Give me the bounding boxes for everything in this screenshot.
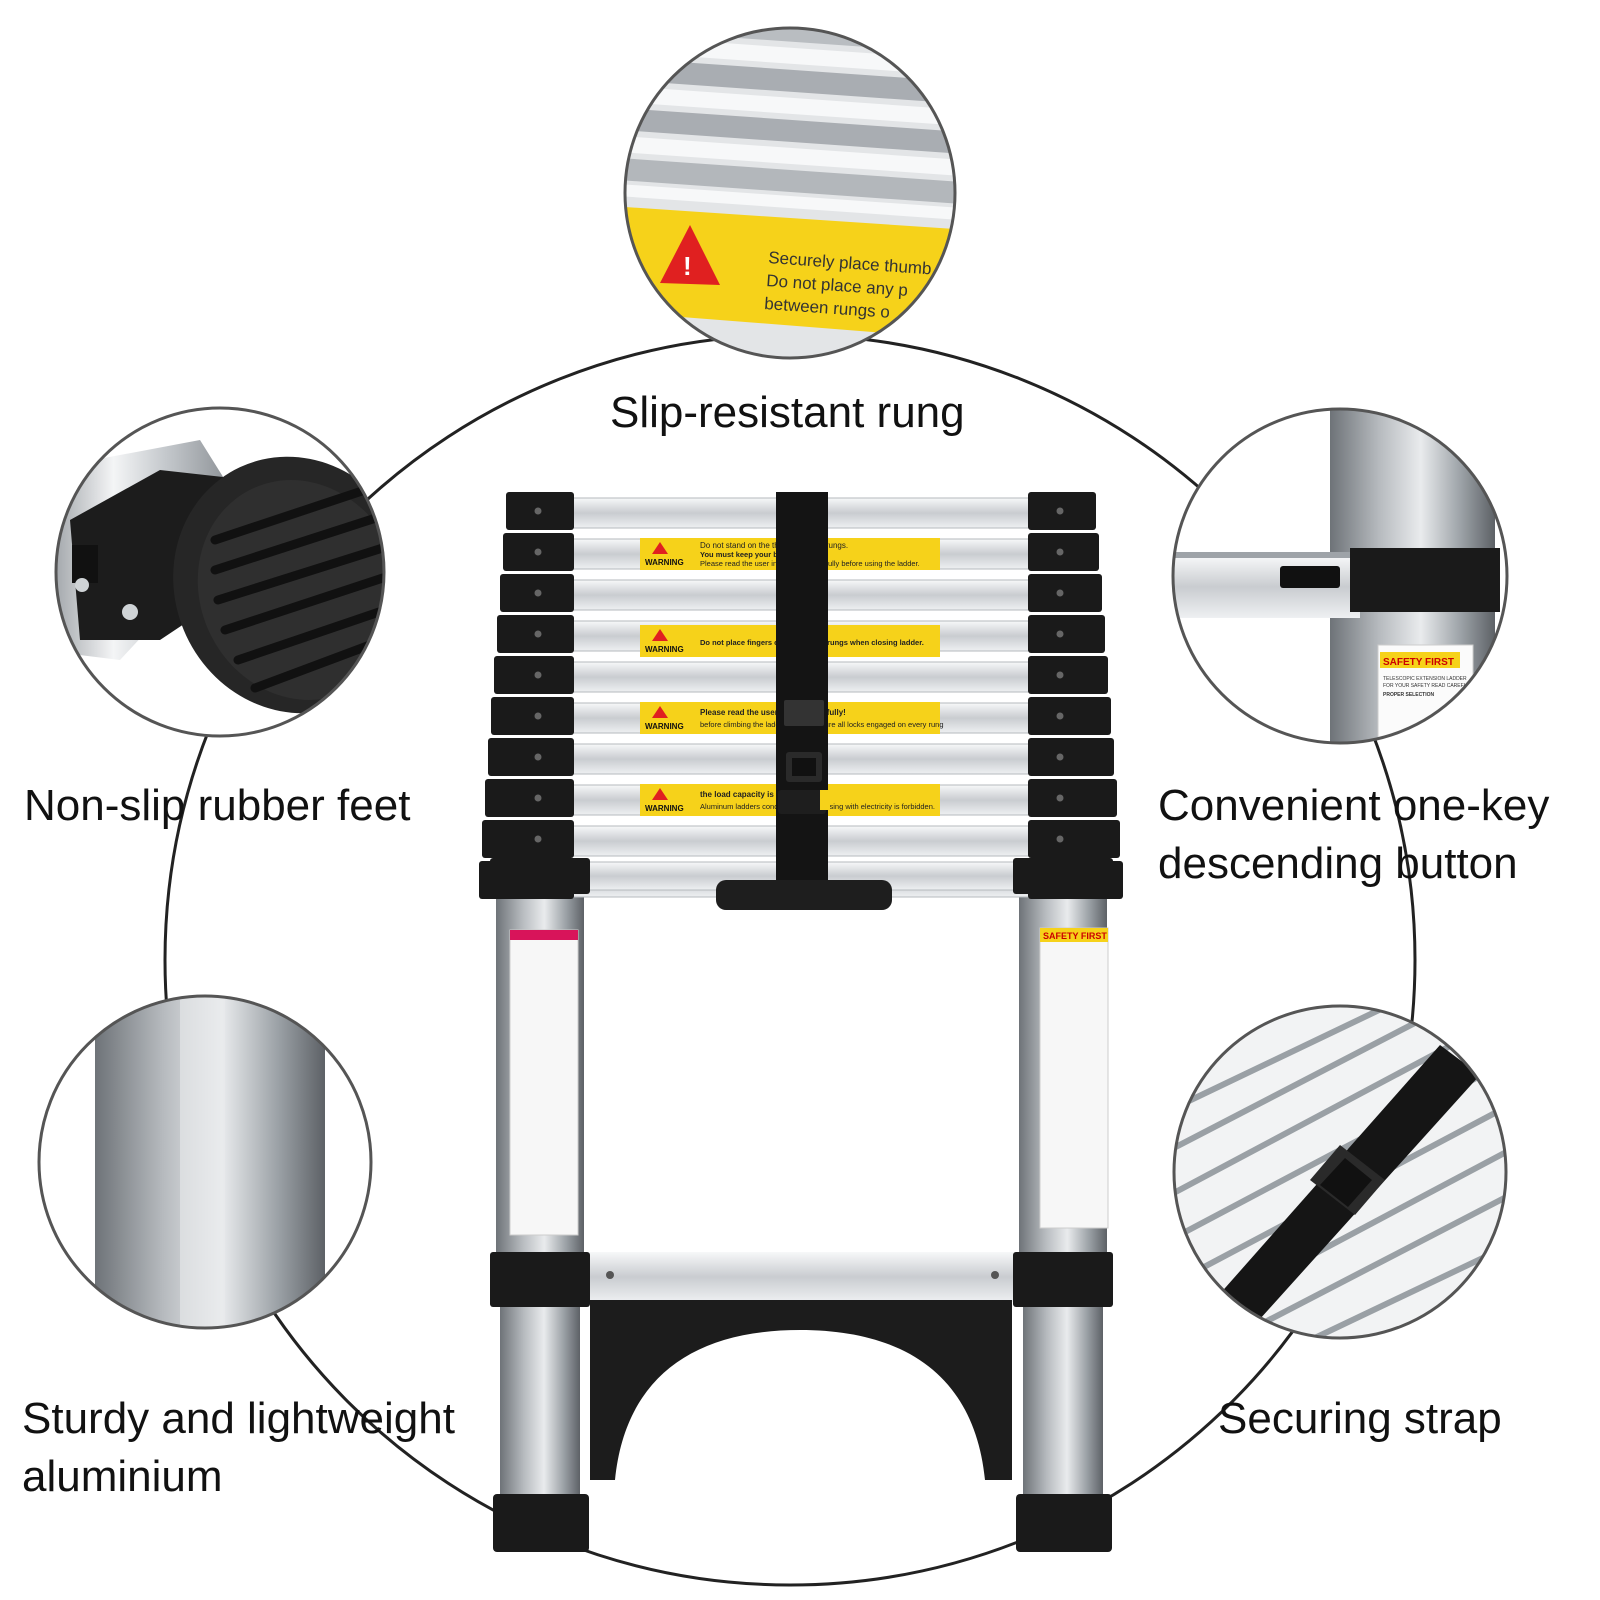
button-safety-title: SAFETY FIRST (1383, 657, 1454, 668)
warning-sticker-text: the load capacity is 150 KG (700, 790, 804, 799)
rung-rivet (534, 712, 542, 720)
rung-rivet (534, 835, 542, 843)
rung-rivet (1056, 507, 1064, 515)
ladder: SAFETY FIRST (490, 888, 1113, 1552)
aluminium-zoom-image (39, 996, 371, 1328)
warning-icon (652, 788, 668, 800)
rung-cap-left (494, 656, 574, 694)
feature-label-button-line1: Convenient one-key (1158, 781, 1550, 830)
button-safety-subtitle: TELESCOPIC EXTENSION LADDER (1383, 676, 1467, 682)
strap-zoom-frame (1172, 1004, 1508, 1340)
rung-cap-right (1028, 820, 1120, 858)
left-foot (493, 1494, 589, 1552)
feature-label-strap: Securing strap (1218, 1394, 1502, 1443)
feature-label-rung: Slip-resistant rung (610, 388, 965, 437)
left-rail-lower (500, 1300, 580, 1510)
warning-icon (652, 706, 668, 718)
warning-word: WARNING (645, 558, 684, 567)
rung-rivet (1056, 671, 1064, 679)
right-rail-lower (1023, 1300, 1103, 1510)
warning-icon (652, 629, 668, 641)
feature-label-aluminium: Sturdy and lightweight aluminium (22, 1390, 455, 1506)
warning-word: WARNING (645, 804, 684, 813)
rung-rivet (534, 794, 542, 802)
warning-word: WARNING (645, 645, 684, 654)
aluminium-zoom-frame (37, 994, 373, 1330)
rung-cap-left (491, 697, 574, 735)
rung-rivet (534, 589, 542, 597)
feature-label-aluminium-line2: aluminium (22, 1452, 223, 1501)
warning-sticker-text: Please read the user manual carefully! (700, 708, 846, 717)
rung-zoom-frame (623, 26, 957, 360)
rung-rivet (1056, 835, 1064, 843)
rung-cap-left (482, 820, 574, 858)
button-safety-subtitle2: FOR YOUR SAFETY READ CAREFULLY (1383, 683, 1476, 689)
button-zoom-image: SAFETY FIRST TELESCOPIC EXTENSION LADDER… (1173, 409, 1507, 743)
warning-icon (652, 542, 668, 554)
button-safety-section: PROPER SELECTION (1383, 692, 1435, 698)
rung-rivet (1056, 753, 1064, 761)
rung-cap-right (1028, 656, 1108, 694)
rung-zoom-image: ! Securely place thumb Do not place any … (625, 28, 955, 358)
feature-label-button-line2: descending button (1158, 839, 1518, 888)
rung-cap-right (1028, 697, 1111, 735)
strap-zoom-image (1174, 1006, 1506, 1338)
rung-rivet (534, 548, 542, 556)
button-zoom-frame (1171, 407, 1509, 745)
carry-handle (716, 880, 892, 910)
rung-rivet (534, 753, 542, 761)
rung-rivet (534, 507, 542, 515)
rung-cap-left (490, 858, 590, 894)
rung-rivet (534, 671, 542, 679)
rung-cap-right (1028, 574, 1102, 612)
rung-rivet (534, 630, 542, 638)
rung-rivet (1056, 630, 1064, 638)
stabilizer-bracket (590, 1300, 1012, 1480)
rung-rivet (1056, 548, 1064, 556)
bottom-rung (584, 1252, 1019, 1302)
feature-label-button: Convenient one-key descending button (1158, 777, 1549, 893)
right-foot (1016, 1494, 1112, 1552)
rung-cap-right (1028, 779, 1117, 817)
rung-cap-right (1028, 738, 1114, 776)
rung-cap-left (485, 779, 574, 817)
rail-safety-title: SAFETY FIRST (1043, 931, 1107, 941)
warning-sticker-text: Do not stand on the three top-most rungs… (700, 541, 848, 550)
rung-cap-left (488, 738, 574, 776)
warning-sticker-text: You must keep your balance. (700, 550, 803, 559)
rung-rivet (1056, 712, 1064, 720)
ladder-strap (716, 492, 892, 910)
warning-word: WARNING (645, 722, 684, 731)
rung-cap-right (1028, 615, 1105, 653)
feet-zoom-frame (54, 406, 386, 738)
rung-rivet (1056, 589, 1064, 597)
feet-zoom-image (56, 408, 384, 736)
rung-rivet (1056, 794, 1064, 802)
feature-label-feet: Non-slip rubber feet (24, 781, 411, 830)
feature-label-aluminium-line1: Sturdy and lightweight (22, 1394, 455, 1443)
svg-text:!: ! (683, 251, 692, 281)
rung-cap-right (1013, 858, 1113, 894)
